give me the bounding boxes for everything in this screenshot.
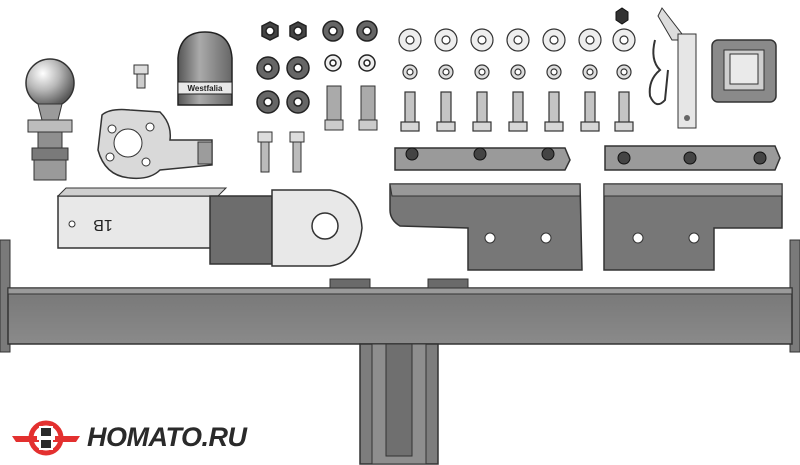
bolt-head <box>472 121 492 132</box>
spring-washer-hole <box>550 68 558 76</box>
spring-washer-hole <box>406 68 414 76</box>
logo-emblem-icon <box>12 420 80 456</box>
washer-hole <box>405 35 415 45</box>
spring-washer-hole <box>478 68 486 76</box>
spring-clip <box>648 39 669 106</box>
nut-small-top <box>615 7 629 25</box>
washer-hole <box>619 35 629 45</box>
main-crossbeam <box>0 239 800 465</box>
receiver-collar <box>711 39 777 103</box>
bolt-shank <box>512 91 524 125</box>
bolt-shank <box>440 91 452 125</box>
bolt-head <box>436 121 456 132</box>
brand-logo: HOMATO.RU <box>10 418 247 458</box>
nut-bar-left <box>394 147 571 171</box>
washer-hole <box>513 35 523 45</box>
drawbar: 1B <box>56 187 363 267</box>
logo-text: HOMATO.RU <box>87 422 247 452</box>
drawbar-marking: 1B <box>93 216 113 233</box>
washer-hole <box>585 35 595 45</box>
spring-washer-hole <box>586 68 594 76</box>
bolt-shank <box>618 91 630 125</box>
washer-hole <box>477 35 487 45</box>
tow-ball <box>25 58 75 181</box>
bolt-head <box>400 121 420 132</box>
spring-washer-hole <box>620 68 628 76</box>
ball-cover: Westfalia <box>177 31 233 106</box>
spring-washer-hole <box>442 68 450 76</box>
bolt-shank <box>404 91 416 125</box>
bolt-shank <box>548 91 560 125</box>
washer-hole <box>549 35 559 45</box>
side-bracket-left <box>389 183 583 271</box>
washer-hole <box>441 35 451 45</box>
bolt-head <box>508 121 528 132</box>
bolt-shank <box>476 91 488 125</box>
bolt-head <box>614 121 634 132</box>
side-bracket-right <box>603 183 783 271</box>
washers-and-bolts-right <box>398 28 636 132</box>
cover-label: Westfalia <box>188 84 224 93</box>
hitch-pin <box>657 7 697 129</box>
small-bolt <box>133 64 149 89</box>
nut-bar-right <box>604 145 781 171</box>
bolt-head <box>580 121 600 132</box>
nuts-and-washers-left <box>256 20 378 114</box>
bolts-group-left <box>257 85 378 173</box>
bolt-head <box>544 121 564 132</box>
socket-bracket <box>97 108 213 180</box>
bolt-shank <box>584 91 596 125</box>
spring-washer-hole <box>514 68 522 76</box>
